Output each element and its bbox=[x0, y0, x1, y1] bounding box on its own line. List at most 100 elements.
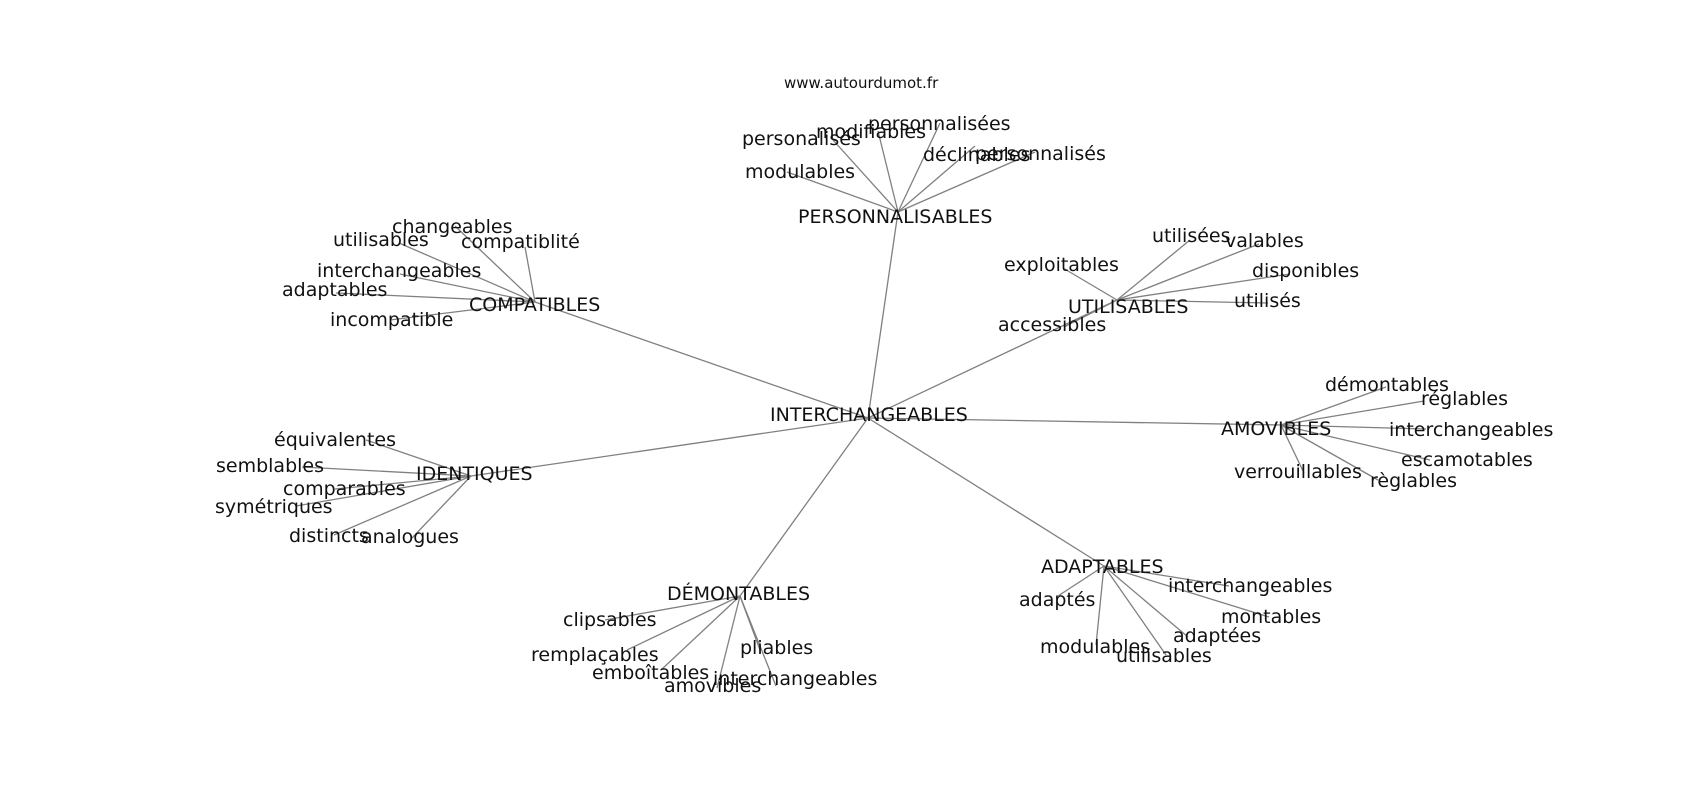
hub-leaf-edge bbox=[389, 301, 536, 321]
graph-labels: www.autourdumot.fr INTERCHANGEABLES PERSO… bbox=[215, 74, 1553, 697]
hub-leaf-edge bbox=[626, 595, 741, 651]
leaf-node-label: disponibles bbox=[1252, 260, 1359, 282]
leaf-node-label: remplaçables bbox=[531, 644, 659, 666]
leaf-node-label: modifiables bbox=[816, 121, 926, 143]
leaf-node-label: utilisables bbox=[333, 229, 429, 251]
hub-leaf-edge bbox=[786, 171, 899, 213]
leaf-node-label: exploitables bbox=[1004, 254, 1119, 276]
hub-leaf-edge bbox=[411, 475, 472, 539]
hub-leaf-edge bbox=[1103, 565, 1189, 638]
center-hub-edge bbox=[867, 417, 1282, 426]
hub-leaf-edge bbox=[1103, 565, 1270, 618]
leaf-node-label: clipsables bbox=[563, 609, 657, 631]
hub-leaf-edge bbox=[1062, 267, 1118, 301]
hub-leaf-edge bbox=[1280, 424, 1379, 481]
leaf-node-label: incompatible bbox=[330, 309, 453, 331]
center-node-label: INTERCHANGEABLES bbox=[770, 404, 968, 426]
leaf-node-label: utilisables bbox=[1116, 645, 1212, 667]
leaf-node-label: modulables bbox=[1040, 636, 1150, 658]
site-url: www.autourdumot.fr bbox=[784, 74, 939, 92]
hub-leaf-edge bbox=[1116, 243, 1260, 301]
hub-node-label: IDENTIQUES bbox=[416, 463, 533, 485]
leaf-node-label: escamotables bbox=[1401, 449, 1533, 471]
center-hub-edge bbox=[867, 417, 1105, 567]
leaf-node-label: adaptables bbox=[282, 279, 387, 301]
leaf-node-label: pliables bbox=[740, 637, 813, 659]
hub-leaf-edge bbox=[333, 475, 472, 536]
hub-leaf-edge bbox=[454, 225, 536, 303]
hub-leaf-edge bbox=[398, 242, 536, 303]
leaf-node-label: interchangeables bbox=[317, 260, 481, 282]
hub-leaf-edge bbox=[1280, 424, 1427, 430]
hub-leaf-edge bbox=[739, 595, 777, 687]
leaf-node-label: comparables bbox=[283, 478, 406, 500]
leaf-node-label: compatiblité bbox=[461, 231, 580, 253]
hub-leaf-edge bbox=[660, 595, 741, 671]
center-hub-edge bbox=[470, 417, 869, 477]
hub-leaf-edge bbox=[1095, 565, 1105, 646]
leaf-node-label: personalisés bbox=[742, 128, 861, 150]
hub-node-label: AMOVIBLES bbox=[1221, 418, 1331, 440]
leaf-node-label: distincts bbox=[289, 525, 369, 547]
leaf-node-label: adaptées bbox=[1173, 625, 1261, 647]
leaf-node-label: utilisées bbox=[1152, 225, 1231, 247]
leaf-node-label: interchangeables bbox=[1389, 419, 1553, 441]
hub-leaf-edge bbox=[1116, 239, 1191, 301]
leaf-node-label: verrouillables bbox=[1234, 461, 1362, 483]
leaf-node-label: symétriques bbox=[215, 496, 333, 518]
leaf-node-label: emboîtables bbox=[592, 662, 709, 684]
leaf-node-label: montables bbox=[1221, 606, 1321, 628]
center-hub-edge bbox=[867, 211, 899, 419]
hub-leaf-edge bbox=[365, 439, 472, 477]
hub-leaf-edge bbox=[1116, 299, 1269, 304]
hub-node-label: PERSONNALISABLES bbox=[798, 206, 992, 228]
hub-leaf-edge bbox=[832, 139, 899, 213]
leaf-node-label: interchangeables bbox=[1168, 575, 1332, 597]
hub-leaf-edge bbox=[334, 475, 472, 490]
graph-edges bbox=[295, 122, 1431, 689]
center-hub-edge bbox=[739, 417, 869, 597]
center-hub-edge bbox=[867, 299, 1118, 419]
leaf-node-label: valables bbox=[1225, 230, 1304, 252]
hub-leaf-edge bbox=[1103, 565, 1230, 587]
hub-leaf-edge bbox=[301, 466, 472, 477]
hub-leaf-edge bbox=[1280, 424, 1431, 461]
leaf-node-label: démontables bbox=[1325, 374, 1449, 396]
hub-node-label: UTILISABLES bbox=[1068, 296, 1188, 318]
hub-leaf-edge bbox=[1280, 424, 1305, 474]
hub-node-label: DÉMONTABLES bbox=[667, 582, 810, 605]
hub-leaf-edge bbox=[295, 475, 472, 507]
leaf-node-label: changeables bbox=[392, 216, 513, 238]
hub-leaf-edge bbox=[524, 246, 536, 303]
leaf-node-label: règlables bbox=[1370, 470, 1457, 492]
hub-leaf-edge bbox=[604, 595, 741, 621]
leaf-node-label: équivalentes bbox=[274, 429, 396, 451]
hub-leaf-edge bbox=[1116, 273, 1291, 301]
leaf-node-label: personnalisés bbox=[975, 143, 1106, 165]
hub-node-label: COMPATIBLES bbox=[469, 294, 600, 316]
leaf-node-label: accessibles bbox=[998, 314, 1106, 336]
leaf-node-label: semblables bbox=[216, 455, 324, 477]
hub-node-label: ADAPTABLES bbox=[1041, 556, 1164, 578]
center-hub-edge bbox=[534, 301, 869, 419]
hub-leaf-edge bbox=[897, 145, 976, 213]
leaf-node-label: adaptés bbox=[1019, 589, 1095, 611]
hub-leaf-edge bbox=[335, 292, 536, 303]
hub-leaf-edge bbox=[716, 595, 741, 689]
hub-leaf-edge bbox=[897, 122, 941, 213]
leaf-node-label: modulables bbox=[745, 161, 855, 183]
hub-leaf-edge bbox=[1280, 386, 1387, 426]
hub-leaf-edge bbox=[1280, 400, 1425, 426]
leaf-node-label: réglables bbox=[1421, 388, 1508, 410]
leaf-node-label: utilisés bbox=[1234, 290, 1301, 312]
hub-leaf-edge bbox=[1063, 299, 1118, 328]
leaf-node-label: interchangeables bbox=[713, 668, 877, 690]
leaf-node-label: amovibles bbox=[664, 675, 761, 697]
leaf-node-label: déclinables bbox=[923, 144, 1030, 166]
leaf-node-label: personnalisées bbox=[868, 113, 1011, 135]
leaf-node-label: analogues bbox=[361, 526, 459, 548]
hub-leaf-edge bbox=[1057, 565, 1105, 597]
hub-leaf-edge bbox=[877, 130, 899, 213]
hub-leaf-edge bbox=[897, 151, 1036, 213]
